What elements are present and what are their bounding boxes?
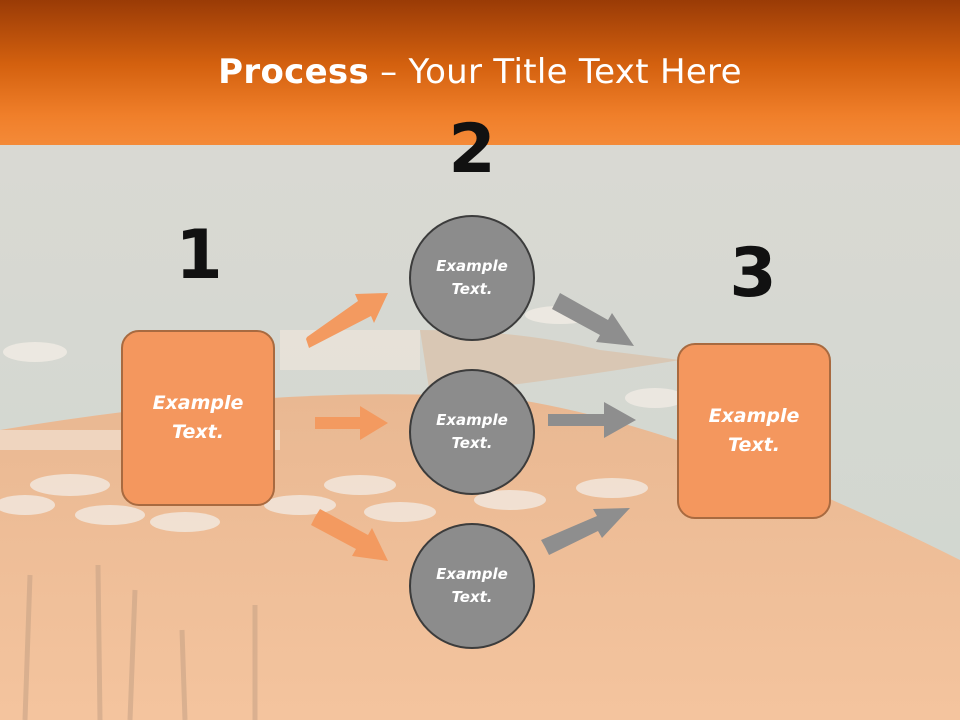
circle-top: Example Text. [409,215,535,341]
circle-middle-line1: Example [436,411,508,429]
step-box-3: Example Text. [677,343,831,519]
step-box-1-line1: Example [152,392,244,414]
title-bar [0,0,960,145]
arrow-gray-down [552,293,634,346]
arrow-orange-right [315,406,388,440]
step-number-1: 1 [175,216,223,295]
circle-top-line1: Example [436,257,508,275]
circle-middle: Example Text. [409,369,535,495]
arrow-gray-right [548,402,636,438]
arrow-gray-up [541,508,630,555]
circle-top-line2: Text. [451,280,493,298]
step-box-1-line2: Text. [172,421,224,443]
circle-bottom-line1: Example [436,565,508,583]
step-box-3-line2: Text. [728,434,780,456]
slide-title: Process – Your Title Text Here [0,52,960,92]
circle-bottom-line2: Text. [451,588,493,606]
title-bold: Process [218,52,370,92]
step-number-3: 3 [729,234,777,313]
arrow-orange-down [311,509,388,561]
step-box-1: Example Text. [121,330,275,506]
circle-middle-line2: Text. [451,434,493,452]
title-rest: – Your Title Text Here [369,52,742,92]
circle-bottom: Example Text. [409,523,535,649]
step-box-3-line1: Example [708,405,800,427]
step-number-2: 2 [448,110,496,189]
arrow-orange-up [306,293,388,348]
